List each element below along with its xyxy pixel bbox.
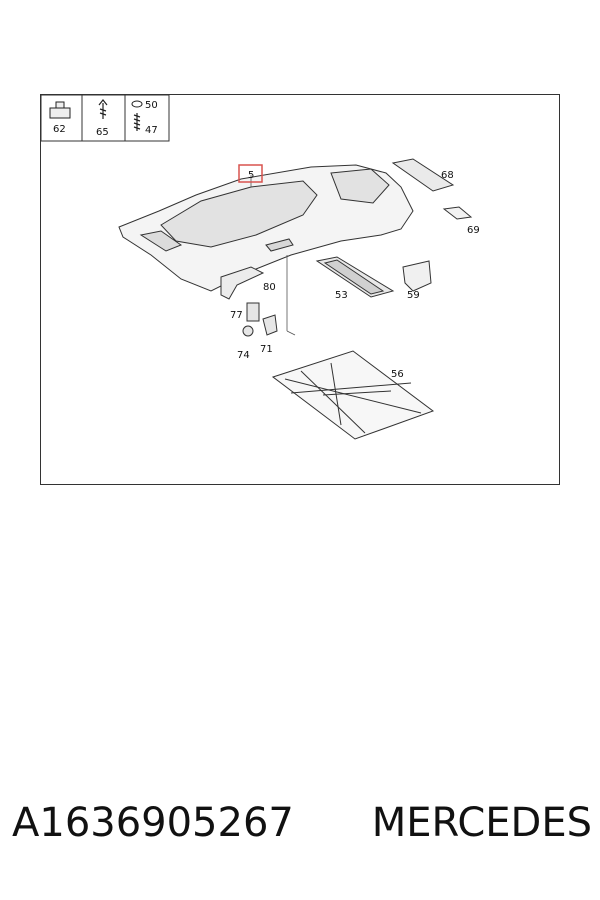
- legend-label-62: 62: [53, 124, 66, 135]
- parts-diagram-frame: 62 65 50 47: [40, 94, 560, 485]
- callout-5: 5: [248, 170, 254, 181]
- callout-74: 74: [237, 350, 250, 361]
- washer-icon: [131, 100, 143, 108]
- legend-label-50: 50: [145, 100, 158, 111]
- headliner-panel: [118, 164, 414, 292]
- vent-grille-part: [315, 256, 395, 298]
- leader-lines: [250, 175, 296, 336]
- part-number: A1636905267: [12, 800, 294, 846]
- parts-diagram: 62 65 50 47: [40, 94, 480, 440]
- callout-71: 71: [260, 344, 273, 355]
- small-parts-legend: [40, 94, 170, 142]
- clip-icon: [49, 101, 71, 119]
- legend-label-47: 47: [145, 125, 158, 136]
- callout-53: 53: [335, 290, 348, 301]
- bracket-part: [220, 266, 265, 300]
- caption: A1636905267 MERCEDES: [12, 800, 592, 870]
- callout-80: 80: [263, 282, 276, 293]
- callout-68: 68: [441, 170, 454, 181]
- bolt-icon: [133, 113, 141, 131]
- callout-77: 77: [230, 310, 243, 321]
- callout-5-highlight: [238, 164, 263, 183]
- screw-icon: [98, 99, 108, 119]
- handle-part: [242, 302, 278, 337]
- callout-59: 59: [407, 290, 420, 301]
- brand-name: MERCEDES: [371, 800, 592, 846]
- callout-56: 56: [391, 369, 404, 380]
- frame-assembly-part: [271, 350, 435, 440]
- legend-label-65: 65: [96, 127, 109, 138]
- trim-piece-part: [402, 260, 432, 292]
- callout-69: 69: [467, 225, 480, 236]
- roof-strip-part: [391, 158, 455, 192]
- label-plate-part: [442, 206, 473, 220]
